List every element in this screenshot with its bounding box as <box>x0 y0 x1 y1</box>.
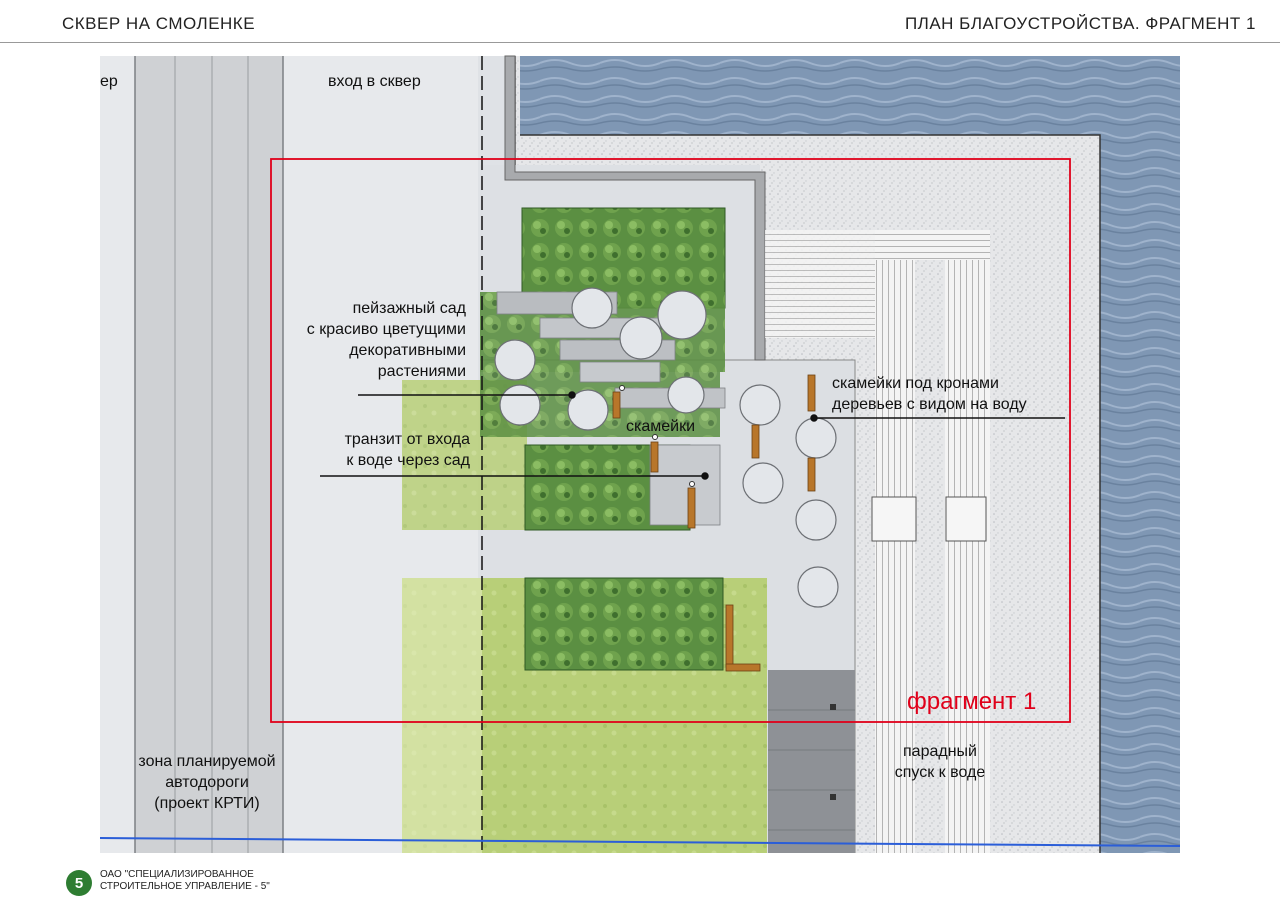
header-divider <box>0 42 1280 43</box>
company-logo: 5 <box>66 870 92 896</box>
page-title-left: СКВЕР НА СМОЛЕНКЕ <box>62 14 256 33</box>
road-zone-label: зона планируемой автодороги (проект КРТИ… <box>138 753 276 812</box>
entrance-label: вход в сквер <box>328 73 421 90</box>
benches-under-trees-label: скамейки под кронами деревьев с видом на… <box>832 375 1027 413</box>
page-title-right: ПЛАН БЛАГОУСТРОЙСТВА. ФРАГМЕНТ 1 <box>904 14 1256 33</box>
cut-label: ер <box>100 73 118 90</box>
benches-label: скамейки <box>626 418 696 435</box>
company-name: ОАО "СПЕЦИАЛИЗИРОВАННОЕ СТРОИТЕЛЬНОЕ УПР… <box>100 869 270 892</box>
landscape-garden-label: пейзажный сад с красиво цветущими декора… <box>306 300 466 380</box>
main-descent-label: парадный спуск к воде <box>894 743 986 781</box>
transit-label: транзит от входа к воде через сад <box>344 431 470 469</box>
fragment-label: фрагмент 1 <box>907 688 1037 715</box>
